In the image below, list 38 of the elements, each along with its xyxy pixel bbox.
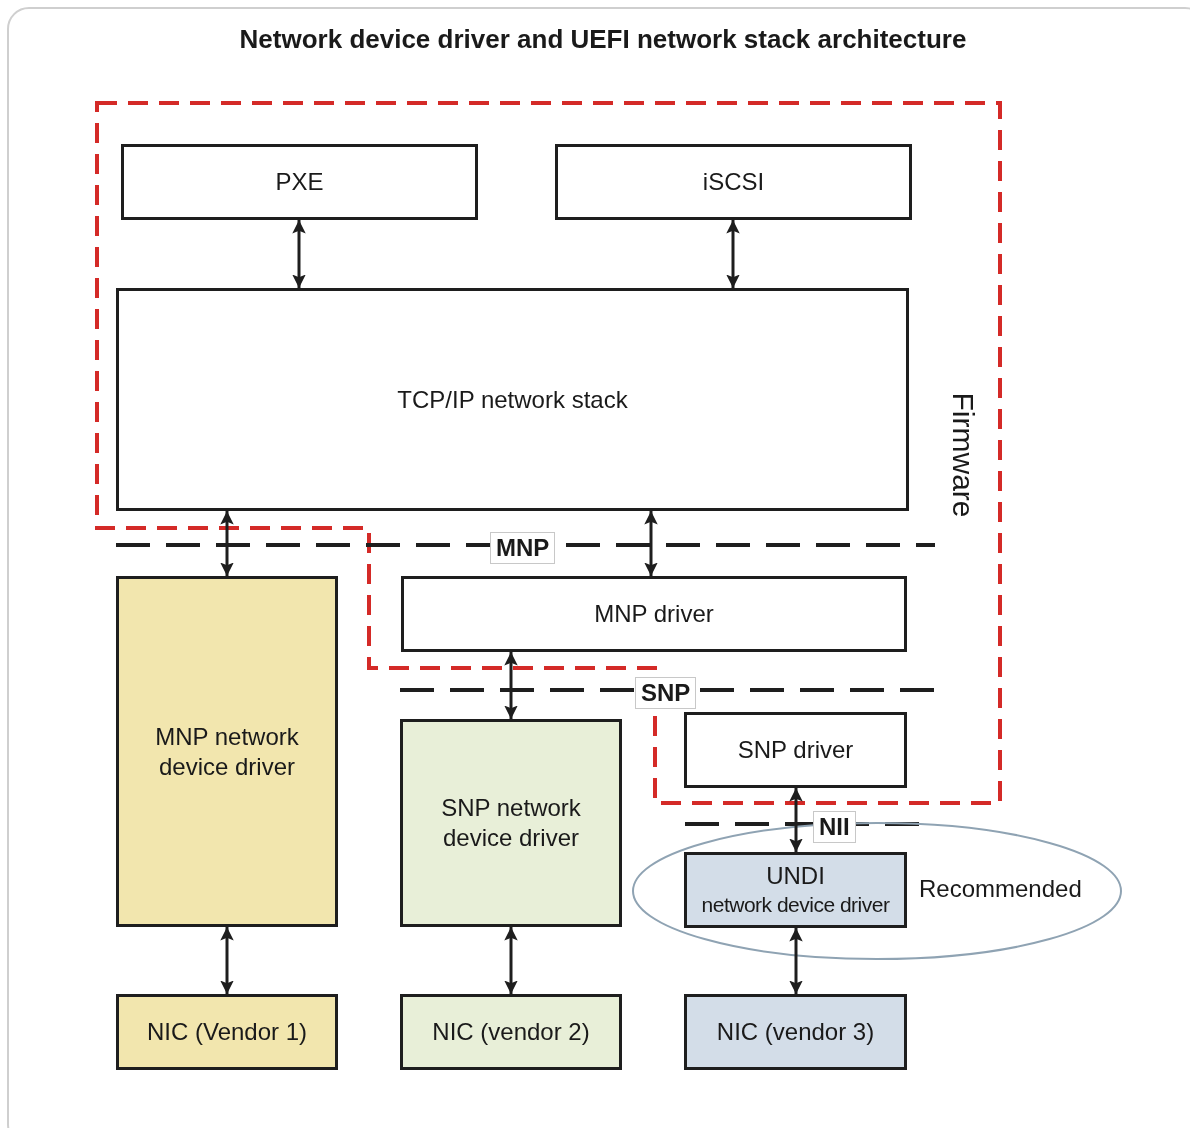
double-arrow xyxy=(504,652,518,719)
double-arrow xyxy=(292,220,306,288)
double-arrow xyxy=(726,220,740,288)
process-box xyxy=(555,144,912,220)
node-label: SNP network device driver xyxy=(440,793,582,853)
process-box xyxy=(121,144,478,220)
double-arrow xyxy=(789,928,803,994)
node-label: UNDI xyxy=(766,861,825,891)
process-box xyxy=(400,994,622,1070)
node-label: SNP driver xyxy=(737,735,854,765)
interface-label: NII xyxy=(813,811,856,843)
node-label: NIC (vendor 3) xyxy=(716,1017,875,1047)
process-box xyxy=(684,712,907,788)
node-label: network device driver xyxy=(701,892,890,918)
node-label: PXE xyxy=(275,167,324,197)
double-arrow xyxy=(504,927,518,994)
node-label: iSCSI xyxy=(702,167,765,197)
process-box xyxy=(116,994,338,1070)
interface-label: MNP xyxy=(490,532,556,564)
double-arrow xyxy=(644,511,658,576)
process-box xyxy=(401,576,907,652)
node-label: NIC (Vendor 1) xyxy=(146,1017,308,1047)
node-label: Recommended xyxy=(919,874,1082,904)
process-box xyxy=(684,852,907,928)
double-arrow xyxy=(789,788,803,852)
process-box xyxy=(116,288,909,511)
process-box xyxy=(116,576,338,927)
diagram-title: Network device driver and UEFI network stack architecture xyxy=(238,24,968,55)
double-arrow xyxy=(220,511,234,576)
double-arrow xyxy=(220,927,234,994)
interface-label: SNP xyxy=(635,677,697,709)
firmware-label: Firmware xyxy=(946,392,981,518)
node-label: MNP driver xyxy=(594,599,714,629)
node-label: NIC (vendor 2) xyxy=(432,1017,590,1047)
process-box xyxy=(400,719,622,927)
process-box xyxy=(684,994,907,1070)
node-label: TCP/IP network stack xyxy=(397,384,628,415)
node-label: MNP network device driver xyxy=(155,721,299,782)
